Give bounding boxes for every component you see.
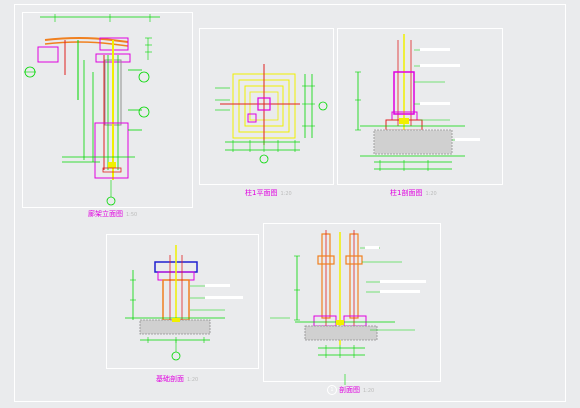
viewport-elevation bbox=[22, 12, 193, 208]
view-scale: 1:20 bbox=[363, 388, 375, 394]
column-section-drawing bbox=[355, 34, 480, 171]
viewport-column-plan bbox=[199, 28, 334, 185]
section-drawing bbox=[270, 230, 426, 385]
view-scale: 1:20 bbox=[425, 191, 437, 197]
view-title: 廊架立面图 bbox=[88, 210, 123, 218]
view-title: 剖面图 bbox=[339, 386, 360, 394]
drawing-sheet-border bbox=[14, 4, 566, 402]
elevation-drawing bbox=[24, 14, 160, 206]
view-title: 柱1剖面图 bbox=[390, 189, 423, 197]
viewport-foundation-section bbox=[106, 234, 259, 369]
view-title: 基础剖面 bbox=[156, 375, 184, 383]
view-title: 柱1平面图 bbox=[245, 189, 278, 197]
section-mark-symbol: 1 bbox=[327, 385, 337, 395]
view-scale: 1:50 bbox=[126, 212, 138, 218]
column-plan-drawing bbox=[215, 64, 328, 164]
foundation-section-drawing bbox=[125, 245, 243, 361]
view-scale: 1:20 bbox=[187, 377, 199, 383]
viewport-section bbox=[263, 223, 441, 382]
viewport-column-section bbox=[337, 28, 503, 185]
view-scale: 1:20 bbox=[280, 191, 292, 197]
